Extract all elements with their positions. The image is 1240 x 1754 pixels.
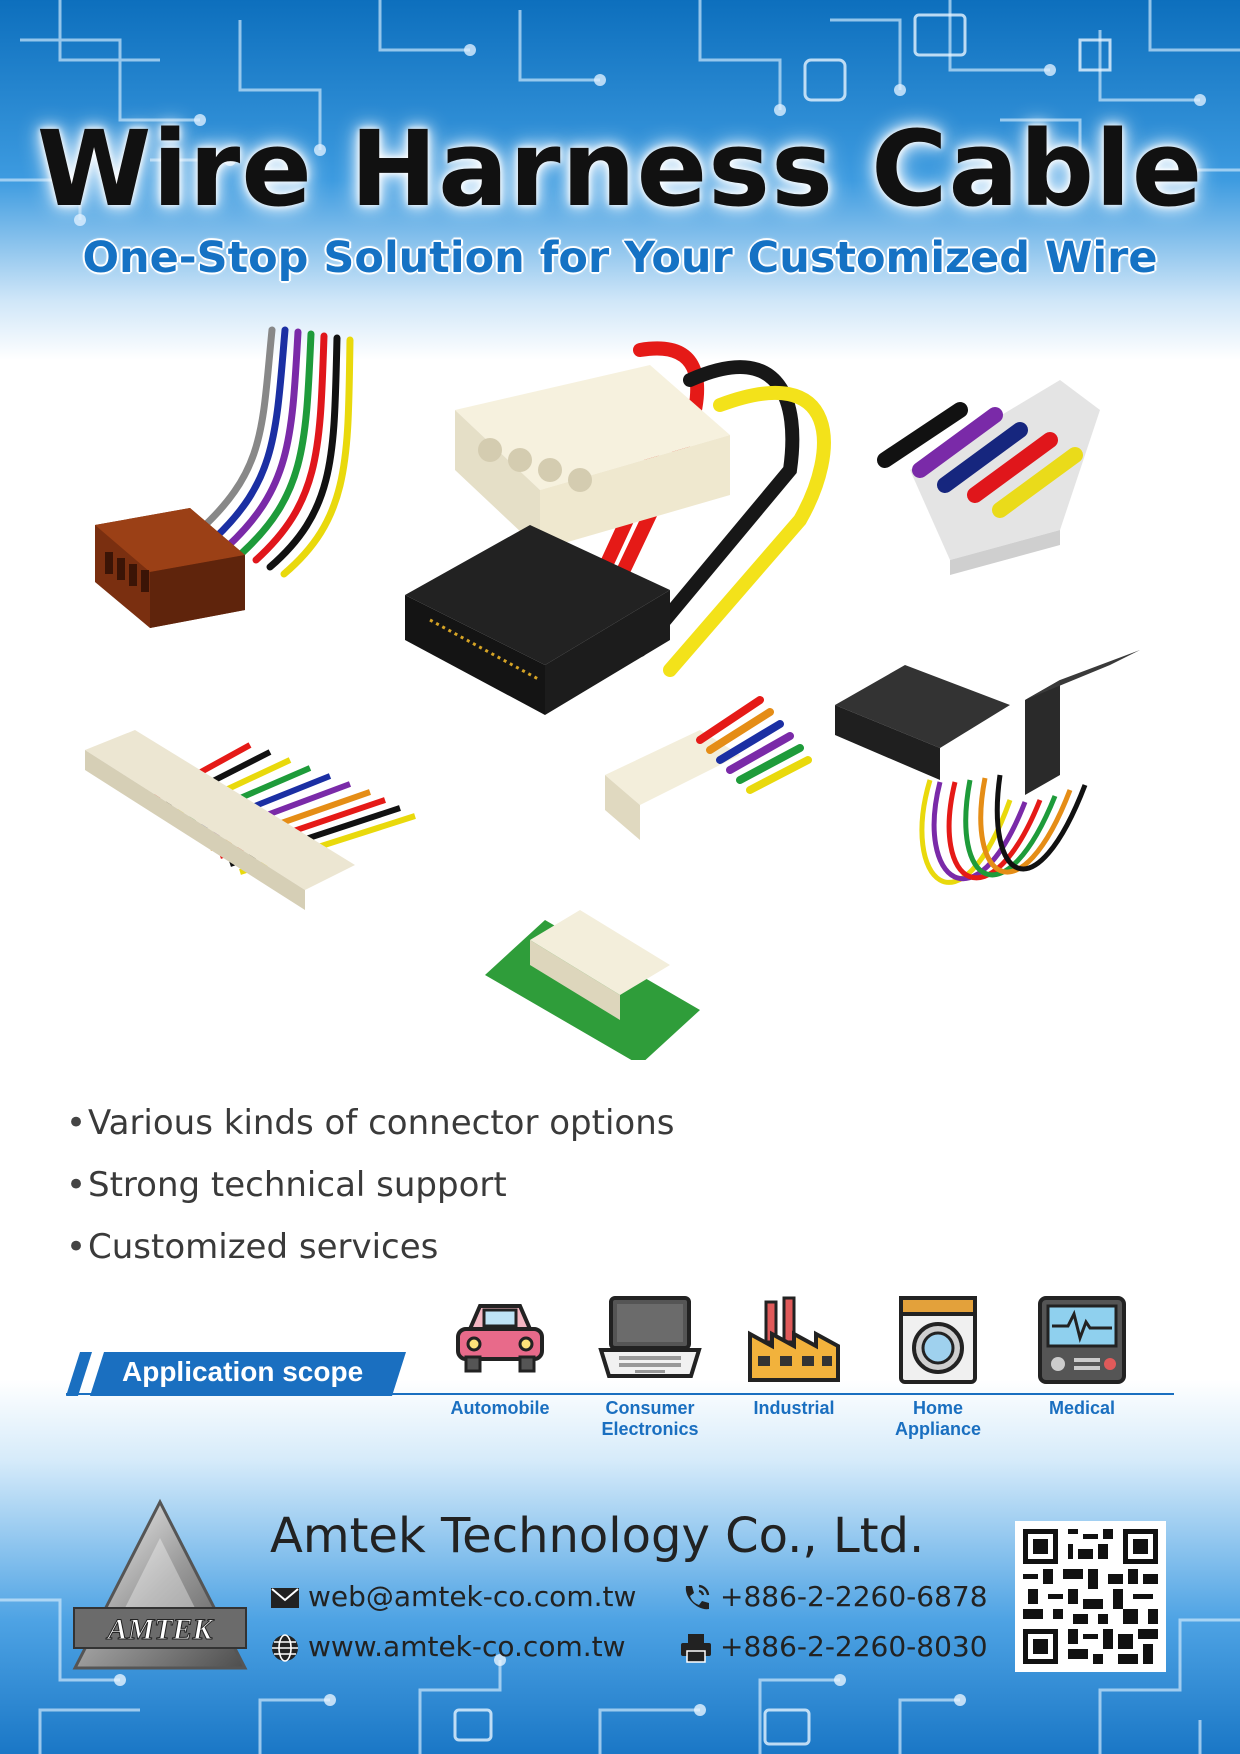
globe-icon: [272, 1634, 298, 1662]
app-industrial: Industrial: [724, 1294, 864, 1419]
feature-item: •Strong technical support: [66, 1154, 674, 1216]
app-label: Industrial: [753, 1398, 835, 1418]
factory-icon: [748, 1296, 840, 1382]
logo-text: AMTEK: [105, 1613, 214, 1646]
feature-item: •Customized services: [66, 1216, 674, 1278]
app-label: Medical: [1048, 1398, 1116, 1418]
app-home-appliance: Home Appliance: [868, 1294, 1008, 1440]
app-label: Home Appliance: [894, 1398, 982, 1439]
bullet-icon: •: [66, 1103, 87, 1143]
application-scope-label: Application scope: [122, 1356, 364, 1387]
feature-item: •Various kinds of connector options: [66, 1092, 674, 1154]
phone-contact: +886-2-2260-6878: [680, 1580, 988, 1614]
app-consumer-electronics: Consumer Electronics: [580, 1294, 720, 1440]
app-label: Automobile: [450, 1398, 550, 1418]
fax-contact: +886-2-2260-8030: [680, 1630, 988, 1663]
car-icon: [456, 1304, 544, 1373]
pcb-header-connector-image: [485, 696, 812, 1060]
app-automobile: Automobile: [430, 1294, 570, 1419]
circuit-pattern-bottom: [0, 1598, 1240, 1754]
washing-machine-icon: [899, 1296, 977, 1384]
printer-fax-icon: [681, 1634, 711, 1663]
app-medical: Medical: [1012, 1294, 1152, 1419]
ribbon-terminal-connector-image: [877, 380, 1100, 575]
feature-list: •Various kinds of connector options •Str…: [66, 1092, 674, 1278]
phone-icon: [685, 1584, 710, 1610]
mail-icon: [271, 1588, 299, 1608]
dupont-header-harness-image: [835, 650, 1140, 885]
qr-code[interactable]: [1015, 1521, 1166, 1672]
molex-sata-adapter-image: [405, 341, 831, 715]
company-name: Amtek Technology Co., Ltd.: [270, 1508, 925, 1564]
page-title: Wire Harness Cable: [36, 108, 1204, 230]
laptop-icon: [598, 1296, 702, 1378]
circuit-pattern-top: [0, 0, 1240, 226]
page-subtitle: One-Stop Solution for Your Customized Wi…: [81, 232, 1158, 284]
application-scope-divider: [66, 1393, 1174, 1395]
medical-monitor-icon: [1038, 1296, 1126, 1384]
brown-connector-harness-image: [95, 326, 354, 628]
email-contact: web@amtek-co.com.tw: [270, 1580, 636, 1613]
ribbon-cable-connector-image: [85, 730, 416, 910]
amtek-logo: AMTEK: [72, 1498, 248, 1670]
product-illustrations: [85, 326, 1140, 1060]
website-contact: www.amtek-co.com.tw: [270, 1630, 626, 1663]
bullet-icon: •: [66, 1227, 87, 1267]
app-label: Consumer Electronics: [601, 1398, 699, 1439]
application-scope-banner: [66, 1352, 406, 1396]
bullet-icon: •: [66, 1165, 87, 1205]
